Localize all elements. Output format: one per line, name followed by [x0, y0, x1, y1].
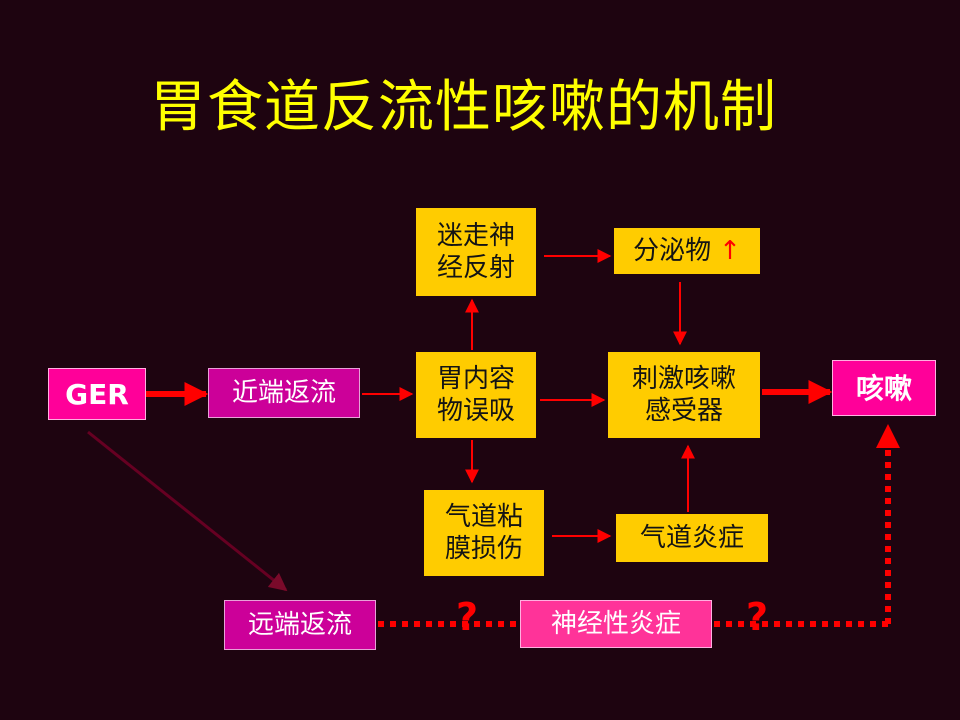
node-proximal-label: 近端返流	[231, 377, 336, 408]
node-aspiration: 胃内容 物误吸	[416, 352, 536, 438]
node-vagal-label: 迷走神 经反射	[436, 220, 515, 284]
question-mark-1: ?	[456, 595, 479, 639]
node-receptor-label: 刺激咳嗽 感受器	[631, 363, 736, 427]
node-mucosa-label: 气道粘 膜损伤	[444, 501, 523, 565]
node-distal-reflux: 远端返流	[224, 600, 376, 650]
node-distal-label: 远端返流	[247, 609, 352, 640]
dotted-arrowhead	[876, 424, 900, 448]
node-inflammation-label: 气道炎症	[639, 522, 744, 553]
page-title: 胃食道反流性咳嗽的机制	[150, 75, 777, 140]
node-ger: GER	[48, 368, 146, 420]
node-vagal-reflex: 迷走神 经反射	[416, 208, 536, 296]
arrow-ger-distal	[87, 430, 288, 592]
node-cough-receptor: 刺激咳嗽 感受器	[608, 352, 760, 438]
node-aspiration-label: 胃内容 物误吸	[436, 363, 515, 427]
node-proximal-reflux: 近端返流	[208, 368, 360, 418]
node-neurogenic-inflammation: 神经性炎症	[520, 600, 712, 648]
node-secretion-label: 分泌物	[633, 235, 712, 266]
node-secretion: 分泌物 ↑	[614, 228, 760, 274]
node-neuro-label: 神经性炎症	[550, 608, 681, 639]
node-airway-inflammation: 气道炎症	[616, 514, 768, 562]
up-arrow-icon: ↑	[719, 236, 741, 266]
node-mucosa-injury: 气道粘 膜损伤	[424, 490, 544, 576]
question-mark-2: ?	[746, 595, 769, 639]
node-cough-label: 咳嗽	[855, 371, 912, 405]
node-cough: 咳嗽	[832, 360, 936, 416]
node-ger-label: GER	[65, 377, 129, 411]
